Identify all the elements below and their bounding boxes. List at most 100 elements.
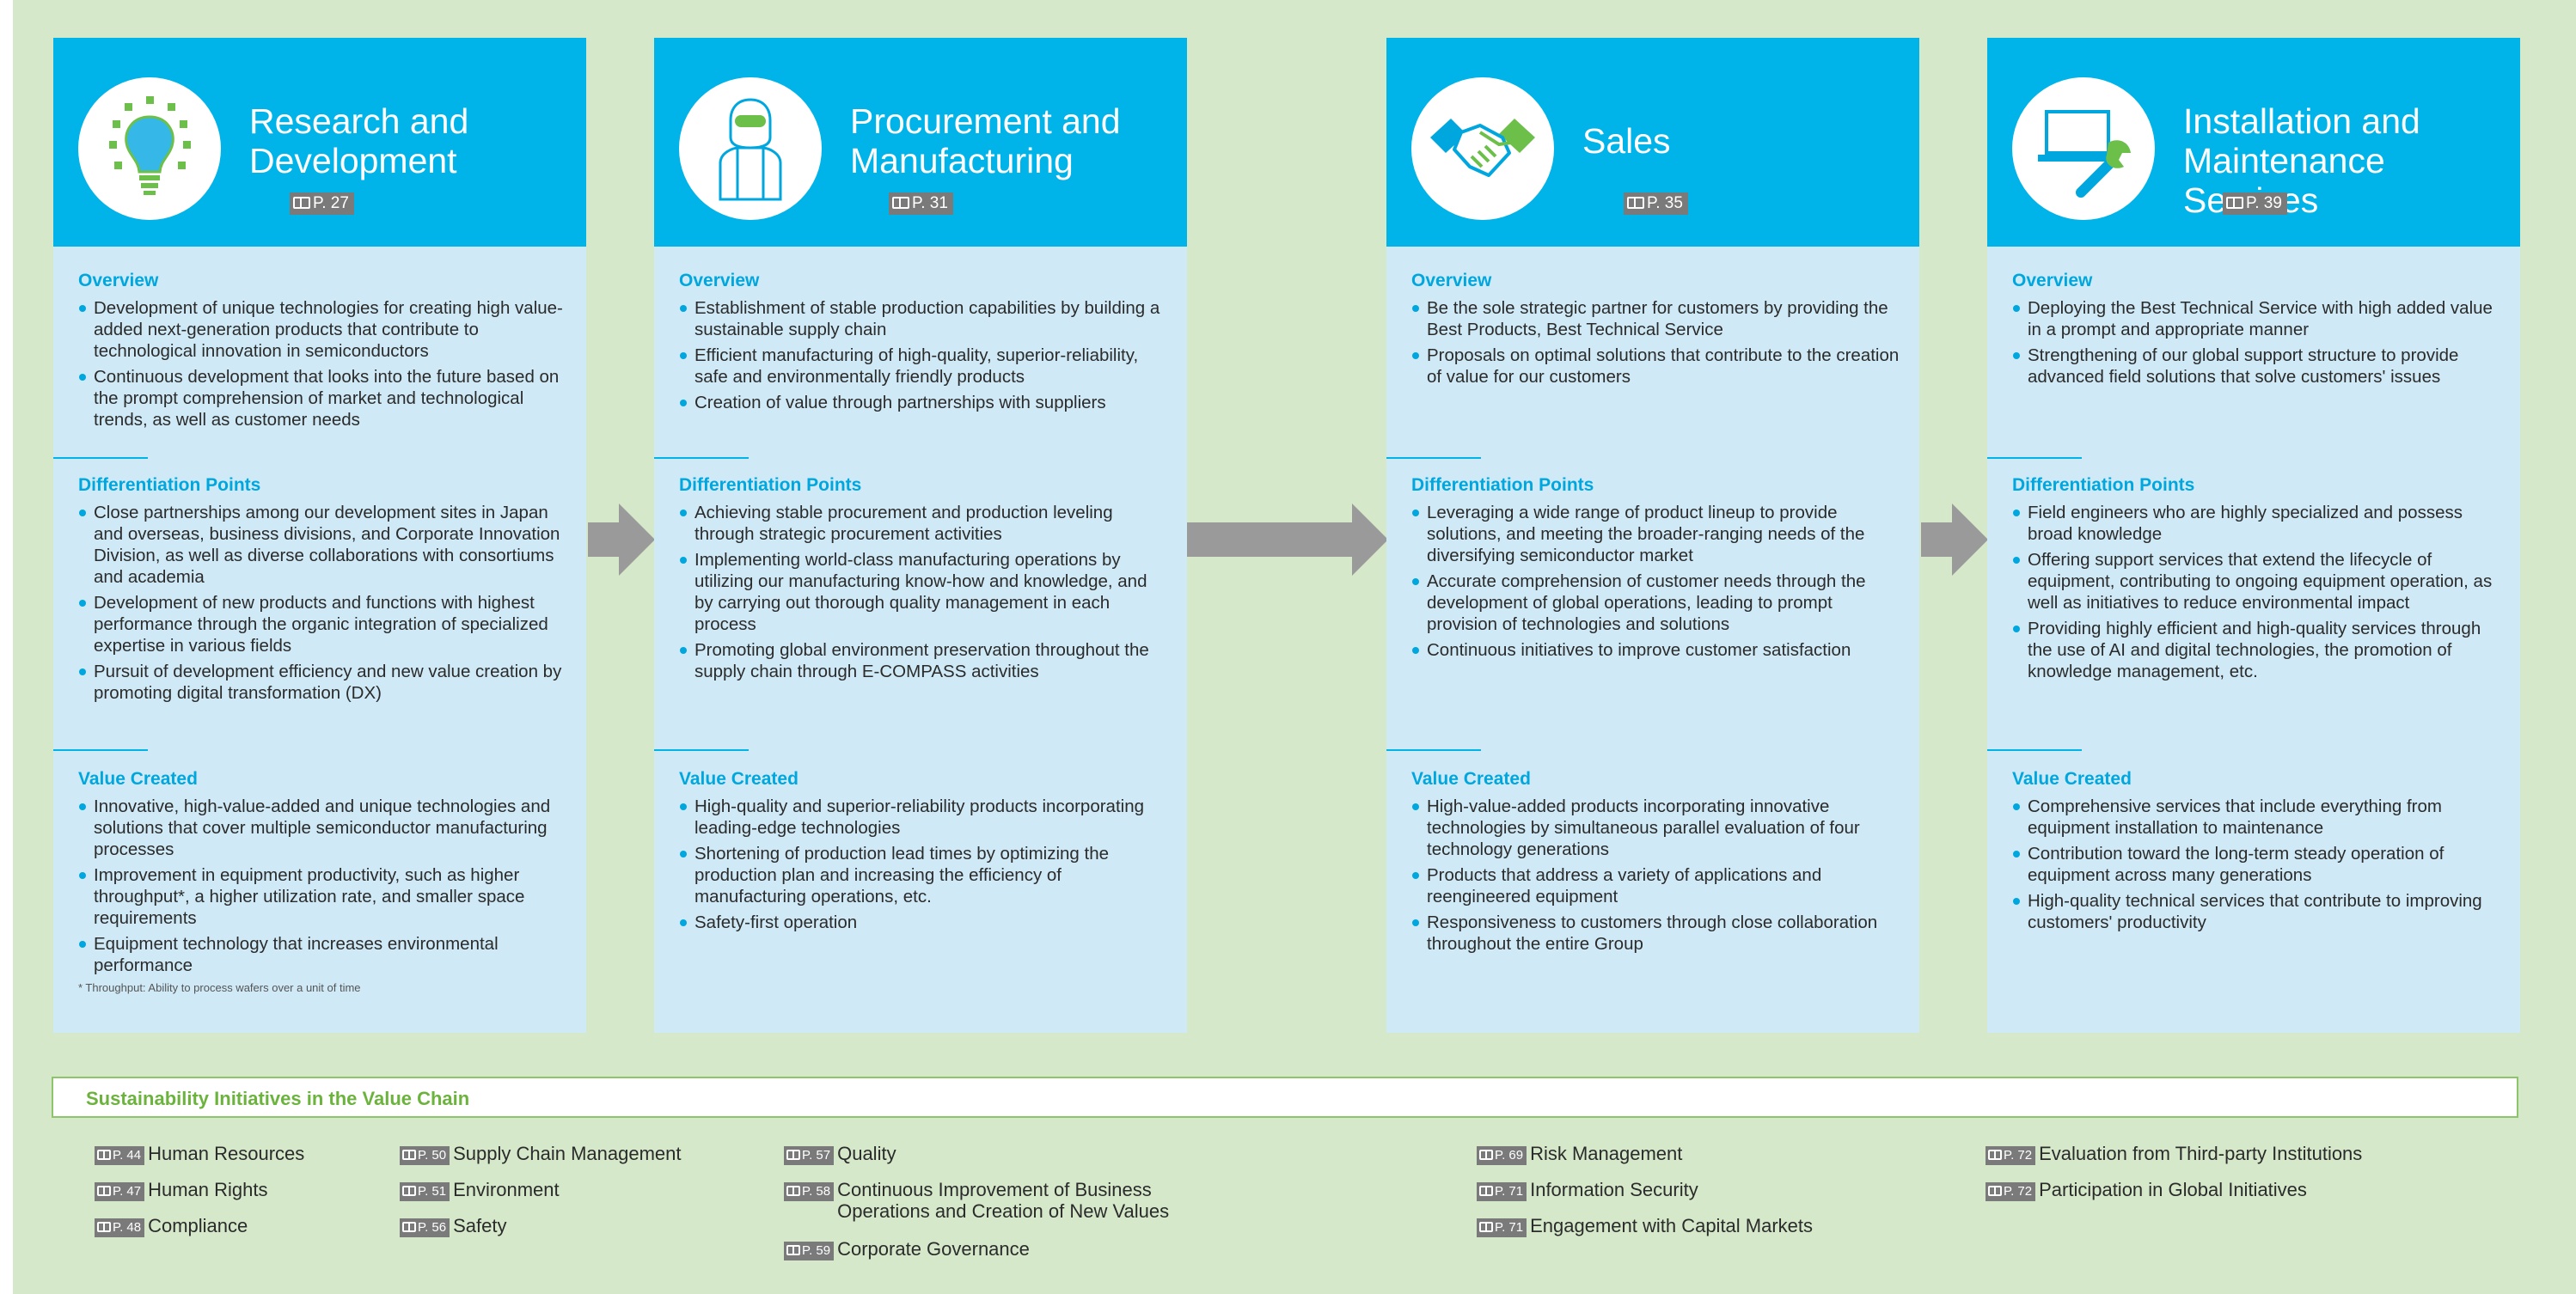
list-item: Accurate comprehension of customer needs… bbox=[1411, 571, 1901, 635]
book-icon bbox=[97, 1222, 111, 1232]
value-heading: Value Created bbox=[1411, 769, 1531, 789]
list-item: Proposals on optimal solutions that cont… bbox=[1411, 345, 1901, 388]
footnote: * Throughput: Ability to process wafers … bbox=[78, 981, 361, 994]
book-icon bbox=[1988, 1150, 2002, 1160]
sustainability-title: Sustainability Initiatives in the Value … bbox=[86, 1088, 470, 1109]
list-item: Leveraging a wide range of product lineu… bbox=[1411, 502, 1901, 566]
section-divider bbox=[1987, 749, 2082, 751]
overview-section: Overview Deploying the Best Technical Se… bbox=[2012, 270, 2502, 392]
book-icon bbox=[1627, 197, 1644, 209]
lightbulb-icon bbox=[78, 77, 221, 220]
overview-heading: Overview bbox=[2012, 271, 2093, 290]
list-item: Establishment of stable production capab… bbox=[679, 297, 1169, 340]
section-divider bbox=[654, 749, 749, 751]
differentiation-heading: Differentiation Points bbox=[1411, 475, 1594, 495]
overview-heading: Overview bbox=[679, 271, 760, 290]
list-item: Achieving stable procurement and product… bbox=[679, 502, 1169, 545]
section-divider bbox=[1987, 457, 2082, 459]
differentiation-heading: Differentiation Points bbox=[2012, 475, 2195, 495]
column-header: Sales P. 35 bbox=[1386, 38, 1919, 247]
column-header: Procurement and Manufacturing P. 31 bbox=[654, 38, 1187, 247]
book-icon bbox=[293, 197, 310, 209]
column-title: Research and Development bbox=[249, 101, 469, 180]
differentiation-section: Differentiation Points Leveraging a wide… bbox=[1411, 474, 1901, 665]
list-item: Products that address a variety of appli… bbox=[1411, 864, 1901, 907]
list-item: Improvement in equipment productivity, s… bbox=[78, 864, 568, 929]
book-icon bbox=[1479, 1222, 1493, 1232]
page-reference[interactable]: P. 39 bbox=[2223, 192, 2287, 215]
cleanroom-worker-icon bbox=[679, 77, 822, 220]
list-item: Responsiveness to customers through clos… bbox=[1411, 912, 1901, 955]
column-title: Procurement and Manufacturing bbox=[850, 101, 1121, 180]
list-item: Efficient manufacturing of high-quality,… bbox=[679, 345, 1169, 388]
list-item: Creation of value through partnerships w… bbox=[679, 392, 1169, 413]
list-item: Continuous initiatives to improve custom… bbox=[1411, 639, 1901, 661]
section-divider bbox=[53, 457, 148, 459]
list-item: Be the sole strategic partner for custom… bbox=[1411, 297, 1901, 340]
list-item: Close partnerships among our development… bbox=[78, 502, 568, 588]
page-reference[interactable]: P. 35 bbox=[1624, 192, 1688, 215]
list-item: Safety-first operation bbox=[679, 912, 1169, 933]
page-reference[interactable]: P. 31 bbox=[889, 192, 953, 215]
overview-heading: Overview bbox=[1411, 271, 1492, 290]
value-section: Value Created Innovative, high-value-add… bbox=[78, 768, 568, 994]
book-icon bbox=[892, 197, 909, 209]
list-item: Strengthening of our global support stru… bbox=[2012, 345, 2502, 388]
value-section: Value Created High-quality and superior-… bbox=[679, 768, 1169, 937]
value-section: Value Created Comprehensive services tha… bbox=[2012, 768, 2502, 937]
section-divider bbox=[1386, 749, 1481, 751]
list-item: Deploying the Best Technical Service wit… bbox=[2012, 297, 2502, 340]
book-icon bbox=[97, 1186, 111, 1196]
list-item: Implementing world-class manufacturing o… bbox=[679, 549, 1169, 635]
handshake-icon bbox=[1411, 77, 1554, 220]
list-item: Contribution toward the long-term steady… bbox=[2012, 843, 2502, 886]
overview-heading: Overview bbox=[78, 271, 159, 290]
overview-section: Overview Development of unique technolog… bbox=[78, 270, 568, 435]
value-heading: Value Created bbox=[2012, 769, 2132, 789]
differentiation-heading: Differentiation Points bbox=[679, 475, 862, 495]
list-item: Promoting global environment preservatio… bbox=[679, 639, 1169, 682]
list-item: Equipment technology that increases envi… bbox=[78, 933, 568, 976]
differentiation-heading: Differentiation Points bbox=[78, 475, 261, 495]
list-item: Offering support services that extend th… bbox=[2012, 549, 2502, 613]
column-title: Sales bbox=[1582, 121, 1671, 161]
book-icon bbox=[1479, 1186, 1493, 1196]
book-icon bbox=[402, 1186, 416, 1196]
list-item: Shortening of production lead times by o… bbox=[679, 843, 1169, 907]
list-item: High-quality and superior-reliability pr… bbox=[679, 796, 1169, 839]
column-header: Installation and Maintenance Services P.… bbox=[1987, 38, 2520, 247]
list-item: Innovative, high-value-added and unique … bbox=[78, 796, 568, 860]
value-heading: Value Created bbox=[679, 769, 798, 789]
overview-section: Overview Be the sole strategic partner f… bbox=[1411, 270, 1901, 392]
book-icon bbox=[786, 1150, 800, 1160]
value-section: Value Created High-value-added products … bbox=[1411, 768, 1901, 959]
book-icon bbox=[402, 1150, 416, 1160]
flow-arrow bbox=[588, 504, 655, 576]
overview-section: Overview Establishment of stable product… bbox=[679, 270, 1169, 418]
list-item: Providing highly efficient and high-qual… bbox=[2012, 618, 2502, 682]
book-icon bbox=[786, 1245, 800, 1255]
value-heading: Value Created bbox=[78, 769, 198, 789]
book-icon bbox=[2226, 197, 2243, 209]
flow-arrow bbox=[1921, 504, 1988, 576]
differentiation-section: Differentiation Points Achieving stable … bbox=[679, 474, 1169, 687]
section-divider bbox=[654, 457, 749, 459]
differentiation-section: Differentiation Points Field engineers w… bbox=[2012, 474, 2502, 687]
page-reference[interactable]: P. 27 bbox=[290, 192, 354, 215]
column-research: Research and Development P. 27 Overview … bbox=[53, 38, 586, 1033]
book-icon bbox=[786, 1186, 800, 1196]
